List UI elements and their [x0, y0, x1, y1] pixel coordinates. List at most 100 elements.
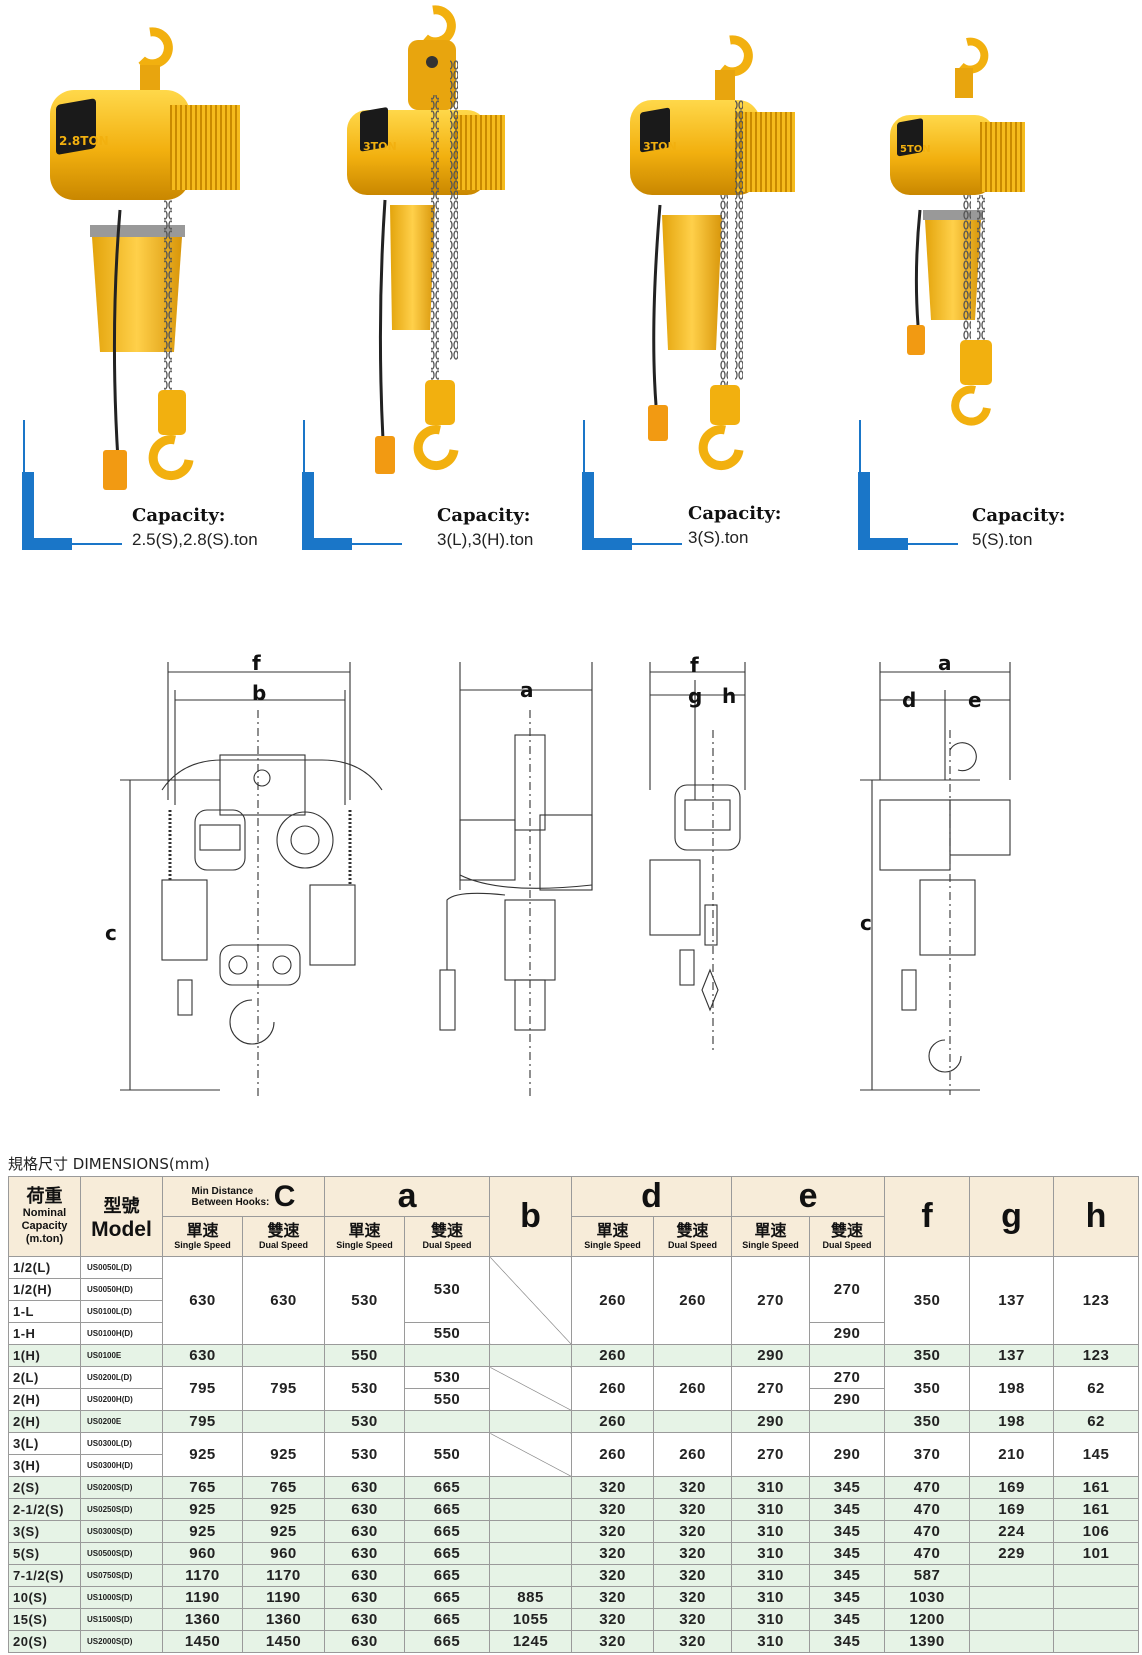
capacity-badge: 5TON: [900, 144, 931, 155]
header-e: e: [731, 1176, 886, 1217]
hoist-photo: 2.8TON: [50, 27, 240, 490]
cell-h: [1053, 1630, 1140, 1653]
cell-cap: 2-1/2(S): [8, 1498, 81, 1521]
dim-label-c: c: [105, 921, 117, 945]
cell-e-d: 345: [809, 1520, 886, 1543]
cell-d-d: 320: [653, 1564, 733, 1587]
cell-f: 470: [884, 1476, 971, 1499]
dim-label-g: g: [688, 684, 702, 708]
cell-b: [489, 1498, 573, 1521]
cell-a-d: 665: [404, 1476, 491, 1499]
table-row: 2(H) US0200E 795 530 260 290 350 198 62: [8, 1410, 1140, 1433]
capacity-caption: Capacity: 5(S).ton: [972, 505, 1065, 550]
capacity-badge: 3TON: [643, 140, 677, 153]
header-b: b: [489, 1176, 573, 1257]
cell-e-s: 310: [731, 1476, 811, 1499]
table-row: 1-H US0100H(D) 550 290: [8, 1322, 1139, 1345]
capacity-caption: Capacity: 2.5(S),2.8(S).ton: [132, 505, 258, 550]
table-row: 3(H) US0300H(D): [8, 1454, 1139, 1477]
cell-h: 106: [1053, 1520, 1140, 1543]
dimensions-table: 荷重 Nominal Capacity (m.ton) 型號 Model Min…: [8, 1176, 1140, 1653]
cell-e-s: 310: [731, 1498, 811, 1521]
capacity-badge: 2.8TON: [59, 134, 109, 148]
table-row: 1-L US0100L(D): [8, 1300, 1139, 1323]
cell-d-d: 320: [653, 1630, 733, 1653]
product-card-3: 3TON Capacity: 3(S).ton: [570, 0, 855, 590]
cell-a-s: 630: [324, 1520, 406, 1543]
capacity-value: 2.5(S),2.8(S).ton: [132, 530, 258, 549]
cell-d-s: 320: [571, 1608, 655, 1631]
capacity-label: Capacity:: [972, 505, 1066, 526]
cell-e-d: 345: [809, 1542, 886, 1565]
cell-c-d: 925: [241, 1498, 326, 1521]
dim-label-h: h: [722, 684, 736, 708]
cell-g: [969, 1564, 1055, 1587]
cell-d-d: 320: [653, 1542, 733, 1565]
cell-cap: 15(S): [8, 1608, 81, 1631]
dim-label-a: a: [938, 651, 952, 675]
cell-c-d: 1190: [241, 1586, 326, 1609]
cell-c-s: 960: [162, 1542, 243, 1565]
capacity-label: Capacity:: [688, 503, 782, 524]
cell-a-s: 630: [324, 1498, 406, 1521]
cell-c-d: 960: [241, 1542, 326, 1565]
hoist-photo: 3TON: [630, 35, 795, 471]
cell-a-s: 630: [324, 1586, 406, 1609]
cell-g: 224: [969, 1520, 1055, 1543]
table-row: 1(H) US0100E 630 550 260 290 350 137 123: [8, 1344, 1140, 1367]
cell-b: 1245: [489, 1630, 573, 1653]
cell-a-d: 665: [404, 1520, 491, 1543]
dimension-drawing-3: f g h: [649, 653, 746, 1050]
cell-a-s: 630: [324, 1476, 406, 1499]
cell-d-s: 320: [571, 1498, 655, 1521]
cell-model: US0200S(D): [80, 1476, 163, 1499]
cell-model: US0300S(D): [80, 1520, 163, 1543]
cell-a-s: 630: [324, 1542, 406, 1565]
header-a: a: [324, 1176, 491, 1217]
cell-e-d: 345: [809, 1476, 886, 1499]
cell-a-s: 630: [324, 1630, 406, 1653]
cell-e-d: 345: [809, 1498, 886, 1521]
header-f: f: [884, 1176, 971, 1257]
cell-h: 161: [1053, 1476, 1140, 1499]
dim-label-a: a: [520, 678, 534, 702]
cell-d-s: 320: [571, 1476, 655, 1499]
product-card-1: 2.8TON Capacity: 2.5(S),2.8(S).ton: [0, 0, 285, 590]
cell-model: US0250S(D): [80, 1498, 163, 1521]
table-title-zh: 規格尺寸: [8, 1155, 69, 1173]
table-row: 1/2(L) US0050L(D) 630 630 530 530 260 26…: [8, 1256, 1140, 1345]
cell-h: [1053, 1608, 1140, 1631]
corner-bracket-icon: [22, 420, 122, 550]
capacity-value: 3(S).ton: [688, 528, 749, 547]
cell-c-d: 1170: [241, 1564, 326, 1587]
cell-c-s: 1450: [162, 1630, 243, 1653]
cell-cap: 20(S): [8, 1630, 81, 1653]
capacity-badge: 3TON: [363, 140, 397, 153]
cell-d-d: 320: [653, 1608, 733, 1631]
cell-cap: 7-1/2(S): [8, 1564, 81, 1587]
cell-c-d: 1360: [241, 1608, 326, 1631]
cell-g: [969, 1630, 1055, 1653]
cell-a-s: 630: [324, 1564, 406, 1587]
cell-f: 587: [884, 1564, 971, 1587]
cell-model: US1500S(D): [80, 1608, 163, 1631]
cell-b: 885: [489, 1586, 573, 1609]
cell-e-d: 345: [809, 1608, 886, 1631]
cell-b: [489, 1564, 573, 1587]
cell-d-s: 320: [571, 1586, 655, 1609]
cell-d-d: 320: [653, 1586, 733, 1609]
cell-g: 169: [969, 1476, 1055, 1499]
cell-a-s: 630: [324, 1608, 406, 1631]
hoist-photo: 3TON: [347, 5, 505, 474]
cell-c-d: 765: [241, 1476, 326, 1499]
